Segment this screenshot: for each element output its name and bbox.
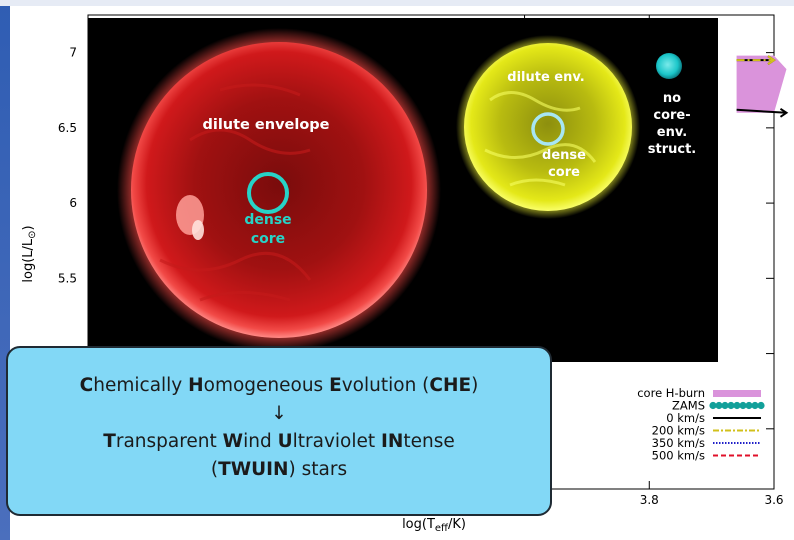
legend-swatch <box>733 401 741 410</box>
legend-swatch <box>713 390 761 397</box>
red-star-core-ring <box>247 172 289 214</box>
che-box-line-1: Chemically Homogeneous Evolution (CHE) <box>79 375 479 396</box>
yellow-star-image: dilute env. dense core <box>456 35 640 219</box>
che-box-bold-part: H <box>188 375 204 396</box>
legend-swatch <box>709 401 717 410</box>
background-strip <box>0 0 10 540</box>
small-star-label-1: no <box>663 91 681 106</box>
che-box-line-4: (TWUIN) stars <box>210 459 348 480</box>
che-box-bold-part: CHE <box>429 375 472 396</box>
x-tick-label: 3.6 <box>764 493 783 507</box>
che-box-bold-part: U <box>277 431 293 452</box>
series-end-arrow <box>779 107 789 118</box>
red-star-core-label-1: dense <box>244 212 291 228</box>
legend-label: ZAMS <box>672 399 705 413</box>
yellow-star-core-label-2: core <box>548 165 580 180</box>
che-box-arrow: ↓ <box>271 403 287 424</box>
small-star-label-2: core- <box>653 108 690 123</box>
legend-label: 0 km/s <box>666 411 705 425</box>
legend-label: 350 km/s <box>652 436 705 450</box>
background-strip-top <box>0 0 794 6</box>
y-tick-label: 6 <box>69 196 77 210</box>
x-tick-label: 3.8 <box>640 493 659 507</box>
yellow-star-core-ring <box>531 112 565 146</box>
series-end-arrow <box>767 55 776 65</box>
y-tick-label: 5.5 <box>58 271 77 285</box>
small-star-label-3: env. <box>657 125 687 140</box>
che-box-bold-part: W <box>222 431 244 452</box>
red-star-image: dilute envelope dense core <box>117 28 441 352</box>
che-box-bold-part: TWUIN <box>218 459 289 480</box>
legend-swatch <box>727 401 735 410</box>
x-axis-title: log(Teff/K) <box>402 517 466 534</box>
legend-swatch <box>715 401 723 410</box>
yellow-star-envelope-label: dilute env. <box>507 70 584 85</box>
legend-label: 200 km/s <box>652 424 705 438</box>
core-h-burn-band <box>736 55 787 113</box>
legend-label: 500 km/s <box>652 449 705 463</box>
y-tick-label: 7 <box>69 46 77 60</box>
che-box-bold-part: E <box>329 375 342 396</box>
legend-label: core H-burn <box>637 386 705 400</box>
y-axis-title: log(L/L⊙) <box>21 225 38 282</box>
y-tick-label: 6.5 <box>58 121 77 135</box>
data-layer <box>736 55 789 118</box>
legend-swatch <box>721 401 729 410</box>
legend-swatch <box>739 401 747 410</box>
small-star-label-4: struct. <box>648 142 696 157</box>
che-box-bold-part: C <box>79 375 94 396</box>
series-line <box>736 108 787 114</box>
che-box-bold-part: T <box>103 431 116 452</box>
che-box-bold-part: IN <box>381 431 404 452</box>
legend-swatch <box>745 401 753 410</box>
red-star-envelope-label: dilute envelope <box>202 117 329 133</box>
che-callout-box: Chemically Homogeneous Evolution (CHE) ↓… <box>6 346 552 516</box>
legend-swatch <box>751 401 759 410</box>
legend-swatch <box>757 401 765 410</box>
small-star-image: no core- env. struct. <box>648 53 696 157</box>
yellow-star-core-label-1: dense <box>542 148 586 163</box>
red-star-core-label-2: core <box>251 231 285 247</box>
che-box-line-3: Transparent Wind Ultraviolet INtense <box>103 431 455 452</box>
